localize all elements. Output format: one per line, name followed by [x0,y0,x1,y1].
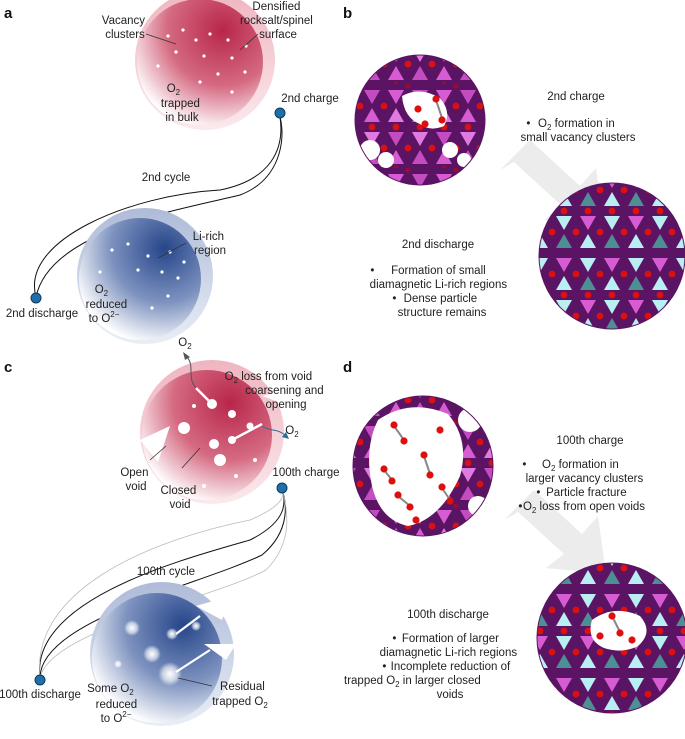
discharge-node-2nd [30,292,42,304]
charge-node-100th [276,482,288,494]
o2-escape-arrow-right [261,425,287,437]
lattice-100th-discharge [536,562,685,714]
panel-label-d: d [343,359,352,376]
label-vacancy-clusters: Vacancy clusters [102,15,148,41]
densified-leader-line [239,33,259,51]
title-2nd-discharge: 2nd discharge [402,239,474,251]
title-100th-charge: 100th charge [556,435,623,447]
label-100th-cycle: 100th cycle [137,566,195,578]
title-2nd-charge: 2nd charge [547,91,605,103]
arrow-100th-charge-to-discharge [504,490,606,574]
lattice-100th-charge [352,395,494,537]
title-100th-discharge: 100th discharge [407,609,489,621]
cycle-path-100th [39,489,288,679]
panel-label-b: b [343,5,352,22]
bullets-2nd-discharge: • Formation of small diamagnetic Li-rich… [370,265,511,319]
label-2nd-cycle: 2nd cycle [142,172,191,184]
open-void-leader-line [149,445,167,461]
red-particle-2nd-charge [135,0,275,130]
o2-escape-arrowhead-top [183,352,190,360]
label-open-void: Open void [120,467,151,493]
o2-escape-arrow-top [185,355,197,389]
o2-escape-arrowhead-right [282,432,289,439]
vacancy-leader-line [145,33,177,45]
lattice-2nd-charge [354,54,486,186]
label-o2-right: O2 [285,425,299,439]
label-closed-void: Closed void [160,485,199,511]
label-100th-charge: 100th charge [272,467,339,479]
closed-void-leader-line [181,447,201,469]
label-2nd-discharge: 2nd discharge [6,308,78,320]
bullets-100th-charge: • O2 formation in larger vacancy cluster… [518,459,646,515]
label-o2-reduced: O2 reduced to O2− [86,284,131,325]
label-li-rich-region: Li-rich region [193,231,228,257]
lattice-2nd-discharge [538,182,685,330]
cycle-path-2nd [33,116,283,298]
charge-node-2nd [274,107,286,119]
bullets-100th-discharge: • Formation of larger diamagnetic Li-ric… [344,633,520,701]
label-100th-discharge: 100th discharge [0,689,81,701]
blue-particle-100th-discharge [90,582,236,726]
residual-leader-line [177,677,213,687]
blue-particle-2nd-discharge [77,208,213,344]
bullets-2nd-charge: • O2 formation in small vacancy clusters [520,118,635,144]
discharge-node-100th [34,674,46,686]
label-2nd-charge: 2nd charge [281,93,339,105]
label-densified-surface: Densified rocksalt/spinel surface [240,1,316,41]
label-o2-loss: O2 loss from void coarsening and opening [225,371,327,411]
label-o2-trapped: O2 trapped in bulk [161,83,203,124]
li-rich-leader-line [157,242,187,259]
panel-label-c: c [4,359,12,376]
panel-label-a: a [4,5,13,22]
label-residual-o2: Residual trapped O2 [212,681,268,710]
label-o2-top: O2 [178,337,192,351]
label-some-o2-reduced: Some O2 reduced to O2− [87,683,140,725]
red-particle-100th-charge [140,360,292,504]
